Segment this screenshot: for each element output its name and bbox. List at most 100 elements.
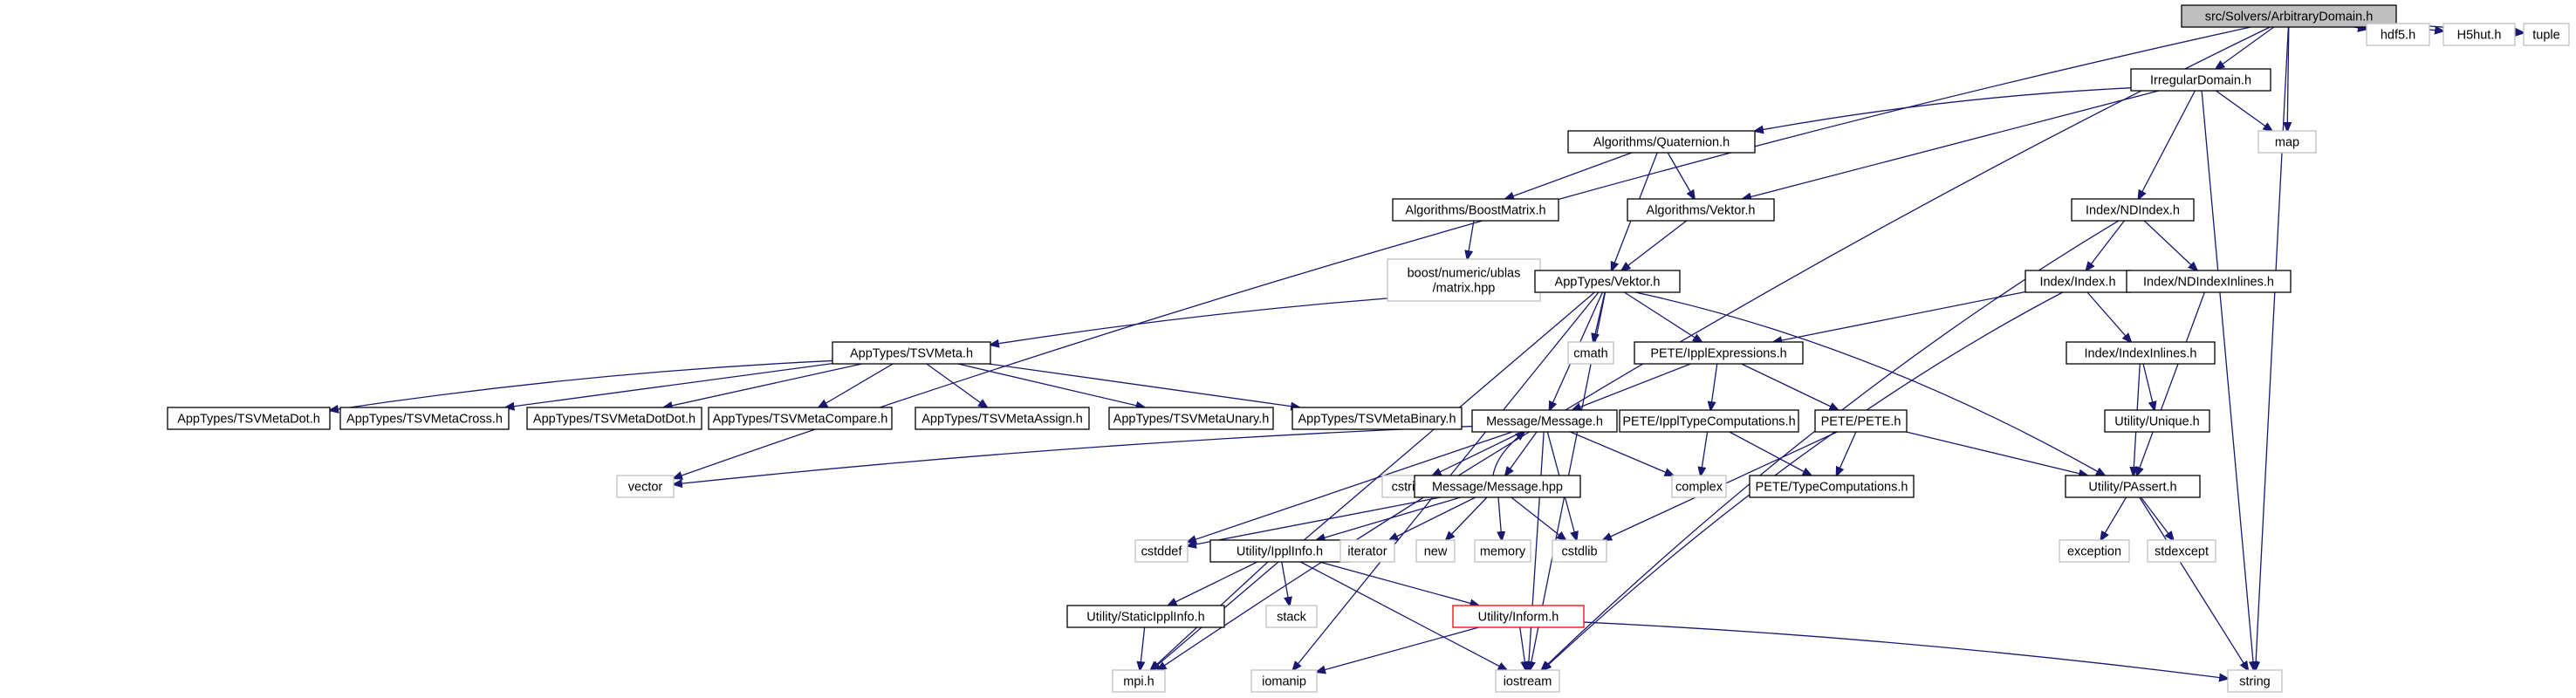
node-tsv-unary[interactable]: AppTypes/TSVMetaUnary.h	[1108, 407, 1274, 430]
edge-message_hpp-to-message_h	[1492, 432, 1524, 476]
node-ippl-type-comp[interactable]: PETE/IpplTypeComputations.h	[1619, 409, 1799, 433]
node-label: cmath	[1573, 347, 1608, 361]
node-label: cstddef	[1141, 545, 1183, 559]
edge-message_h-to-complex	[1570, 431, 1674, 476]
node-iterator: iterator	[1339, 539, 1395, 563]
node-label: Utility/IpplInfo.h	[1237, 545, 1323, 559]
node-label: PETE/PETE.h	[1821, 415, 1901, 429]
node-box	[2071, 198, 2195, 222]
edge-index-to-iostream	[1543, 291, 2064, 670]
node-ndindex-inlines[interactable]: Index/NDIndexInlines.h	[2126, 270, 2292, 293]
node-label: stdexcept	[2155, 545, 2209, 559]
node-ippl-info[interactable]: Utility/IpplInfo.h	[1209, 539, 1350, 563]
node-box	[1471, 409, 1618, 433]
node-label: PETE/IpplTypeComputations.h	[1622, 415, 1795, 429]
node-ndindex[interactable]: Index/NDIndex.h	[2071, 198, 2195, 222]
node-box	[1671, 475, 1727, 498]
node-label: Message/Message.h	[1486, 415, 1603, 429]
edge-quaternion-to-alg_vektor	[1667, 152, 1695, 199]
node-vector: vector	[616, 475, 675, 498]
node-iomanip: iomanip	[1250, 669, 1318, 693]
node-label: iterator	[1347, 545, 1387, 559]
node-map: map	[2257, 130, 2317, 154]
edge-message_h-to-cstddef	[1188, 431, 1513, 542]
node-tsv-compare[interactable]: AppTypes/TSVMetaCompare.h	[708, 407, 893, 430]
edge-message_h-to-iostream	[1528, 431, 1545, 670]
edge-static_ippl_info-to-mpi	[1140, 626, 1144, 670]
node-quaternion[interactable]: Algorithms/Quaternion.h	[1567, 130, 1756, 154]
node-irregular-domain[interactable]: IrregularDomain.h	[2130, 68, 2271, 92]
node-ippl-expressions[interactable]: PETE/IpplExpressions.h	[1634, 341, 1804, 365]
node-arbitrary-domain[interactable]: src/Solvers/ArbitraryDomain.h	[2181, 4, 2397, 28]
edge-ippl_info-to-iostream	[1300, 561, 1506, 670]
node-label: Algorithms/Vektor.h	[1647, 204, 1756, 218]
edge-tsvmeta-to-tsv_unary	[957, 363, 1145, 407]
node-box	[2181, 4, 2397, 28]
node-label: src/Solvers/ArbitraryDomain.h	[2205, 10, 2374, 24]
node-box	[1634, 341, 1804, 365]
node-label: string	[2239, 675, 2270, 689]
node-tsvmeta[interactable]: AppTypes/TSVMeta.h	[832, 341, 991, 365]
node-box	[2024, 270, 2131, 293]
node-label: iomanip	[1262, 675, 1306, 689]
node-index[interactable]: Index/Index.h	[2024, 270, 2131, 293]
edge-passert-to-stdexcept	[2140, 496, 2173, 540]
node-label: Utility/PAssert.h	[2088, 481, 2176, 495]
node-tsv-dotdot[interactable]: AppTypes/TSVMetaDotDot.h	[526, 407, 702, 430]
node-box	[1134, 539, 1189, 563]
edge-ndindex-to-ndindex_inlines	[2143, 220, 2196, 270]
edge-arbitrary_domain-to-map	[2287, 26, 2289, 131]
node-inform[interactable]: Utility/Inform.h	[1452, 605, 1585, 628]
node-tsv-dot[interactable]: AppTypes/TSVMetaDot.h	[167, 407, 331, 430]
node-app-vektor[interactable]: AppTypes/Vektor.h	[1534, 270, 1681, 293]
node-alg-vektor[interactable]: Algorithms/Vektor.h	[1627, 198, 1775, 222]
nodes: src/Solvers/ArbitraryDomain.hIrregularDo…	[167, 4, 2570, 693]
node-message-hpp[interactable]: Message/Message.hpp	[1414, 475, 1581, 498]
edge-irregular_domain-to-alg_vektor	[1743, 90, 2160, 199]
node-tsv-binary[interactable]: AppTypes/TSVMetaBinary.h	[1291, 407, 1463, 430]
edge-message_hpp-to-cstddef	[1188, 496, 1442, 546]
node-hdf5: hdf5.h	[2366, 23, 2430, 46]
node-label: Algorithms/BoostMatrix.h	[1405, 204, 1545, 218]
edge-irregular_domain-to-ndindex	[2139, 90, 2196, 199]
node-message-h[interactable]: Message/Message.h	[1471, 409, 1618, 433]
node-box	[2147, 539, 2216, 563]
node-label: Algorithms/Quaternion.h	[1593, 136, 1730, 150]
node-tsv-cross[interactable]: AppTypes/TSVMetaCross.h	[339, 407, 510, 430]
edge-inform-to-iomanip	[1317, 626, 1479, 672]
edge-message_hpp-to-cstdlib	[1511, 496, 1565, 540]
node-box	[167, 407, 331, 430]
edge-message_h-to-vector	[674, 425, 1473, 485]
node-boost-matrix[interactable]: Algorithms/BoostMatrix.h	[1392, 198, 1559, 222]
edge-pete-to-passert	[1906, 431, 2087, 476]
node-box	[1108, 407, 1274, 430]
node-cmath: cmath	[1567, 341, 1614, 365]
node-stdexcept: stdexcept	[2147, 539, 2216, 563]
node-label: exception	[2067, 545, 2121, 559]
edge-boost_matrix-to-boost_ublas	[1468, 220, 1475, 259]
node-label: AppTypes/TSVMetaUnary.h	[1113, 413, 1270, 427]
node-box	[1209, 539, 1350, 563]
edge-tsvmeta-to-tsv_assign	[926, 363, 987, 407]
node-passert[interactable]: Utility/PAssert.h	[2065, 475, 2201, 498]
node-tuple: tuple	[2523, 23, 2570, 46]
edge-ndindex-to-index	[2086, 220, 2125, 270]
edge-inform-to-string	[1583, 621, 2228, 679]
edge-tsvmeta-to-tsv_dotdot	[664, 363, 862, 407]
edge-message_hpp-to-iterator	[1389, 496, 1476, 540]
node-label: Index/NDIndexInlines.h	[2143, 276, 2274, 290]
node-index-inlines[interactable]: Index/IndexInlines.h	[2066, 341, 2216, 365]
node-static-ippl-info[interactable]: Utility/StaticIpplInfo.h	[1066, 605, 1225, 628]
node-unique[interactable]: Utility/Unique.h	[2104, 409, 2210, 433]
node-tsv-assign[interactable]: AppTypes/TSVMetaAssign.h	[915, 407, 1090, 430]
node-type-comp[interactable]: PETE/TypeComputations.h	[1749, 475, 1915, 498]
node-label: AppTypes/TSVMetaBinary.h	[1298, 413, 1456, 427]
node-box	[1339, 539, 1395, 563]
node-label: Message/Message.hpp	[1432, 481, 1563, 495]
node-label: Utility/Unique.h	[2114, 415, 2200, 429]
edge-irregular_domain-to-string	[2201, 90, 2254, 670]
node-box	[1250, 669, 1318, 693]
edge-ippl_expressions-to-ippl_type_comp	[1710, 363, 1718, 410]
node-pete[interactable]: PETE/PETE.h	[1814, 409, 1908, 433]
